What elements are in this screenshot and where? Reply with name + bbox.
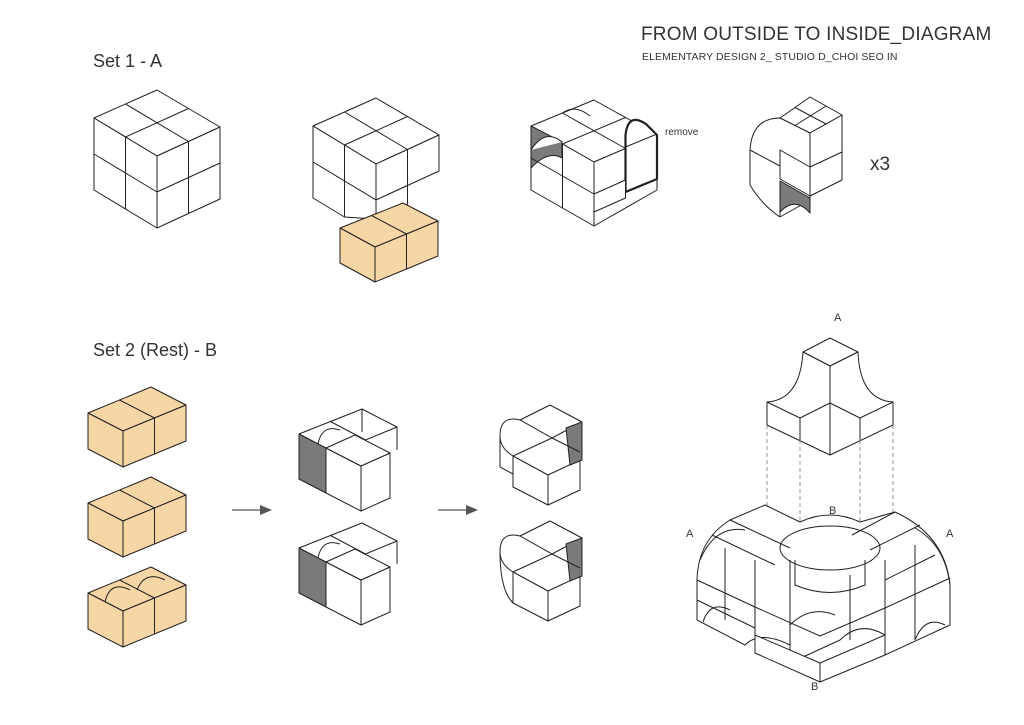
page-title: FROM OUTSIDE TO INSIDE_DIAGRAM bbox=[641, 24, 992, 45]
set1-carved-cube bbox=[530, 99, 659, 227]
assembly-label-b-bottom: B bbox=[811, 681, 819, 693]
arrow-step-1 bbox=[232, 505, 272, 515]
assembly-top-piece-a bbox=[766, 337, 894, 456]
assembly-base bbox=[696, 504, 951, 683]
multiplier-annotation: x3 bbox=[870, 154, 891, 175]
set-1-label: Set 1 - A bbox=[93, 51, 163, 71]
set1-final-piece-a bbox=[749, 96, 843, 218]
assembly-label-b-center: B bbox=[829, 505, 837, 517]
assembly-guide-lines bbox=[766, 425, 894, 525]
page-subtitle: ELEMENTARY DESIGN 2_ STUDIO D_CHOI SEO I… bbox=[642, 51, 898, 63]
set2-final-pieces-b bbox=[499, 404, 583, 622]
set2-carved-pieces bbox=[298, 408, 398, 626]
arrow-step-2 bbox=[438, 505, 478, 515]
assembly-label-a-right: A bbox=[946, 528, 954, 540]
set-2-label: Set 2 (Rest) - B bbox=[93, 340, 218, 360]
set1-split-cube bbox=[312, 97, 440, 283]
set2-wood-pairs bbox=[87, 386, 187, 648]
remove-annotation: remove bbox=[665, 127, 699, 138]
set1-full-cube bbox=[93, 89, 221, 229]
assembly-label-a-left: A bbox=[686, 528, 694, 540]
assembly-label-a-top: A bbox=[834, 312, 842, 324]
